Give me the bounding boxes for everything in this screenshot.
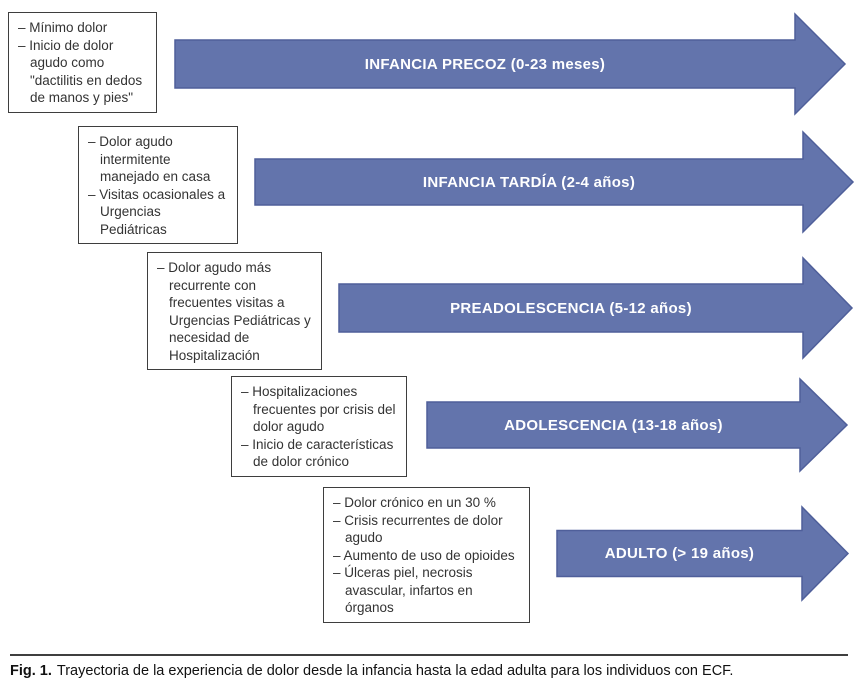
note-box-preadolescencia: – Dolor agudo más recurrente con frecuen… <box>147 252 322 370</box>
note-item: – Dolor agudo intermitente manejado en c… <box>88 134 211 184</box>
stage-label-infancia-precoz: INFANCIA PRECOZ (0-23 meses) <box>364 55 606 73</box>
timeline-arrow-adolescencia <box>426 377 849 473</box>
timeline-arrow-infancia-precoz <box>174 12 847 116</box>
arrow-polygon <box>426 377 849 473</box>
stage-label-adulto: ADULTO (> 19 años) <box>604 545 755 562</box>
note-item: – Inicio de características de dolor cró… <box>241 436 394 470</box>
note-item: – Dolor agudo más recurrente con frecuen… <box>157 260 311 363</box>
stage-label-preadolescencia: PREADOLESCENCIA (5-12 años) <box>450 299 692 317</box>
note-item: – Dolor crónico en un 30 % <box>333 495 496 510</box>
stage-label-adolescencia: ADOLESCENCIA (13-18 años) <box>504 416 723 434</box>
note-item: – Visitas ocasionales a Urgencias Pediát… <box>88 186 226 237</box>
note-box-adulto: – Dolor crónico en un 30 % – Crisis recu… <box>323 487 530 623</box>
note-item: – Inicio de dolor agudo como "dactilitis… <box>18 37 143 106</box>
note-item: – Crisis recurrentes de dolor agudo <box>333 512 503 546</box>
arrow-polygon <box>254 130 855 234</box>
note-box-infancia-tardia: – Dolor agudo intermitente manejado en c… <box>78 126 238 244</box>
figure-number: Fig. 1. <box>10 663 52 679</box>
figure-caption: Fig. 1.Trayectoria de la experiencia de … <box>10 662 850 680</box>
note-box-infancia-precoz: – Mínimo dolor – Inicio de dolor agudo c… <box>8 12 157 113</box>
note-item: – Mínimo dolor <box>18 20 108 35</box>
note-item: – Hospitalizaciones frecuentes por crisi… <box>241 384 396 434</box>
timeline-arrow-preadolescencia <box>338 256 854 360</box>
note-box-adolescencia: – Hospitalizaciones frecuentes por crisi… <box>231 376 407 477</box>
arrow-polygon <box>556 505 850 602</box>
timeline-arrow-adulto <box>556 505 850 602</box>
note-item: – Aumento de uso de opioides <box>333 547 515 563</box>
stage-label-infancia-tardia: INFANCIA TARDÍA (2-4 años) <box>422 173 636 191</box>
caption-divider <box>10 654 848 656</box>
arrow-polygon <box>338 256 854 360</box>
note-item: – Úlceras piel, necrosis avascular, infa… <box>333 565 473 615</box>
arrow-polygon <box>174 12 847 116</box>
caption-text: Trayectoria de la experiencia de dolor d… <box>56 663 734 679</box>
timeline-arrow-infancia-tardia <box>254 130 855 234</box>
